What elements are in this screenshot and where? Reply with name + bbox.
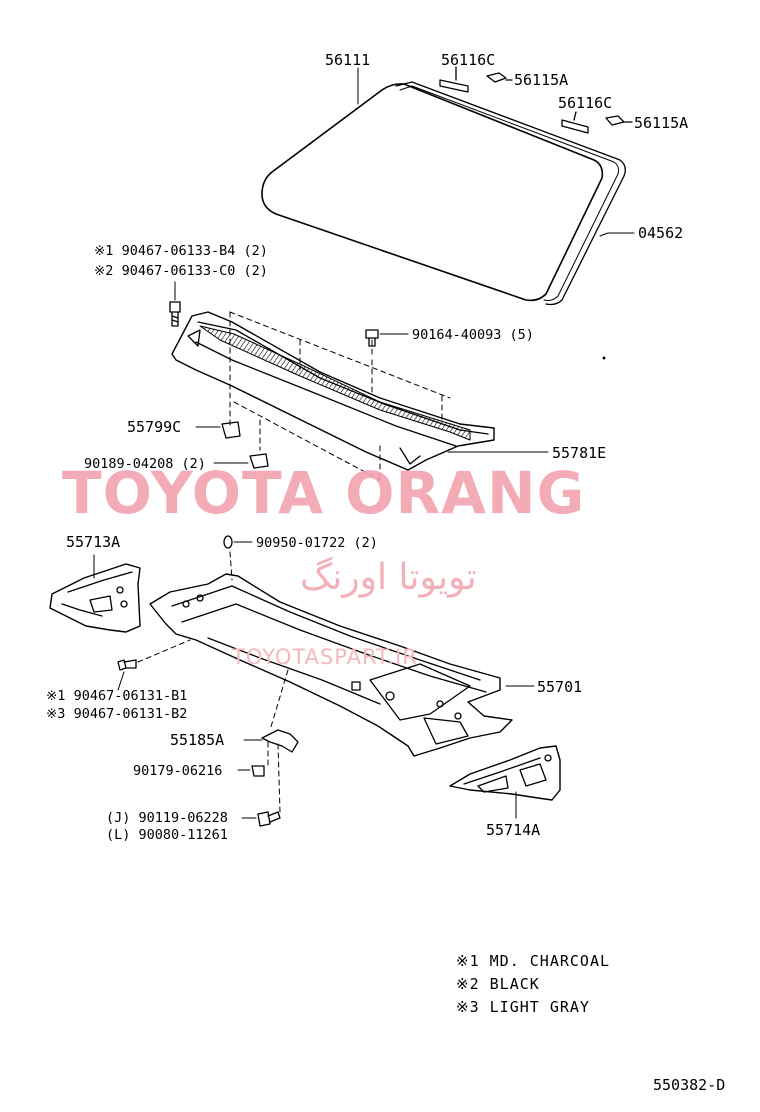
cowl-side-panel-55714a — [449, 745, 561, 819]
label-90467-06131-b1: ※1 90467-06131-B1 — [46, 688, 188, 704]
screw-90164-40093 — [365, 329, 409, 347]
legend-line-1: ※1 MD. CHARCOAL — [456, 952, 610, 970]
clip-55799c — [195, 421, 241, 439]
label-55781e: 55781E — [552, 444, 607, 462]
label-90950-01722: 90950-01722 (2) — [256, 535, 378, 551]
stopper-56115a-lower — [605, 115, 633, 126]
label-90467-06133-c0: ※2 90467-06133-C0 (2) — [94, 263, 268, 279]
label-56115a-upper: 56115A — [514, 71, 569, 89]
label-90179-06216: 90179-06216 — [133, 763, 223, 779]
leader-lines-top — [357, 67, 635, 237]
cowl-panel-55701 — [149, 551, 535, 757]
label-90467-06133-b4: ※1 90467-06133-B4 (2) — [94, 243, 268, 259]
watermark-farsi: تویوتا اورنگ — [300, 557, 477, 598]
label-55799c: 55799C — [127, 418, 182, 436]
assembly-dashed-lines-louver — [229, 311, 451, 481]
molding-clip-56116c-upper — [439, 66, 469, 93]
label-90467-06131-b2: ※3 90467-06131-B2 — [46, 706, 188, 722]
label-55701: 55701 — [537, 678, 583, 696]
legend-line-3: ※3 LIGHT GRAY — [456, 998, 590, 1016]
nut-90189-04208 — [213, 453, 269, 469]
label-55713a: 55713A — [66, 533, 121, 551]
cowl-louver-55781e — [171, 311, 495, 471]
cowl-side-panel-55713a — [49, 554, 141, 633]
label-04562: 04562 — [638, 224, 684, 242]
label-90189-04208: 90189-04208 (2) — [84, 456, 206, 472]
small-dot-mark — [602, 356, 606, 360]
label-56115a-lower: 56115A — [634, 114, 689, 132]
screw-90467-06133 — [169, 281, 181, 327]
bolt-90119-06228 — [241, 811, 281, 827]
bracket-55185a — [243, 669, 299, 813]
label-56116c-upper: 56116C — [441, 51, 496, 69]
clip-90179-06216 — [237, 765, 265, 777]
watermark-url: TOYOTASPART.IR — [232, 645, 418, 669]
watermark-main: TOYOTA ORANG — [62, 459, 586, 527]
label-90164-40093: 90164-40093 (5) — [412, 327, 534, 343]
label-55714a: 55714A — [486, 821, 541, 839]
label-56116c-lower: 56116C — [558, 94, 613, 112]
grommet-90950-01722 — [223, 535, 253, 549]
windshield-glass — [261, 81, 626, 306]
label-56111: 56111 — [325, 51, 371, 69]
screw-90467-06131 — [117, 639, 191, 691]
diagram-code: 550382-D — [653, 1076, 726, 1094]
molding-clip-56116c-lower — [561, 111, 589, 134]
label-90080-11261: (L) 90080-11261 — [106, 827, 228, 843]
stopper-56115a-upper — [486, 72, 513, 83]
color-legend: ※1 MD. CHARCOAL ※2 BLACK ※3 LIGHT GRAY — [456, 950, 610, 1019]
label-90119-06228: (J) 90119-06228 — [106, 810, 228, 826]
label-55185a: 55185A — [170, 731, 225, 749]
legend-line-2: ※2 BLACK — [456, 975, 540, 993]
